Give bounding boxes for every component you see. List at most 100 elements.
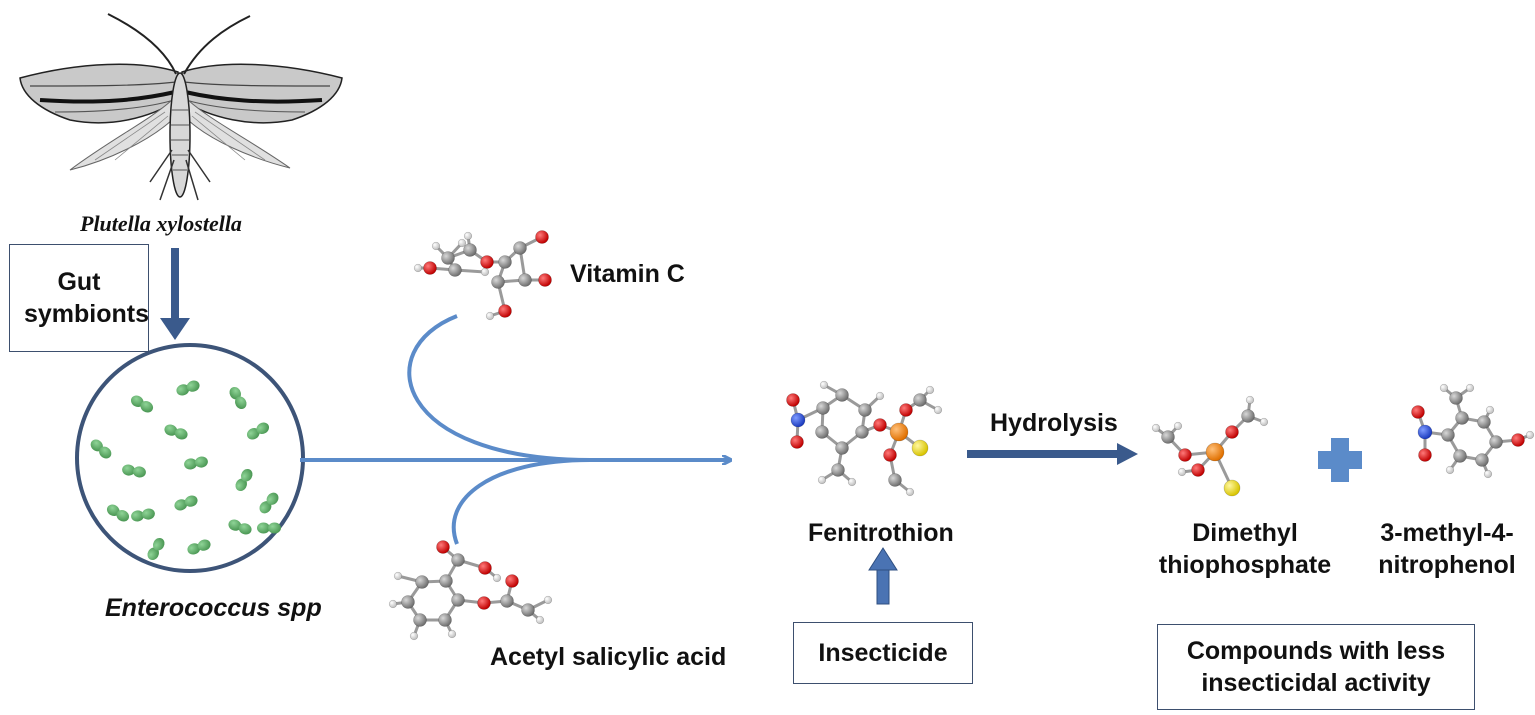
species-name: Plutella xylostella bbox=[80, 211, 242, 236]
carbon-atom bbox=[500, 594, 514, 608]
vitamin-c-label: Vitamin C bbox=[570, 260, 685, 288]
carbon-atom bbox=[521, 603, 535, 617]
carbon-atom bbox=[1489, 435, 1503, 449]
oxygen-atom bbox=[790, 435, 804, 449]
insecticide-up-arrow bbox=[868, 547, 898, 605]
moth-illustration bbox=[19, 13, 343, 201]
bacterium-cell bbox=[246, 427, 260, 440]
hydrolysis-arrow bbox=[967, 443, 1138, 465]
hydrogen-atom bbox=[1485, 405, 1495, 415]
hydrogen-atom bbox=[847, 477, 857, 487]
carbon-atom bbox=[448, 263, 462, 277]
bacterium-cell bbox=[141, 508, 155, 520]
hydrogen-atom bbox=[819, 380, 829, 390]
hydrogen-atom bbox=[817, 475, 827, 485]
carbon-atom bbox=[1453, 449, 1467, 463]
phosphorus-atom bbox=[1205, 442, 1225, 462]
moth-left-hindwing bbox=[69, 98, 173, 171]
bacterium-cell bbox=[228, 519, 242, 531]
moth-right-hindwing bbox=[187, 98, 291, 169]
oxygen-atom bbox=[786, 393, 800, 407]
hydrogen-atom bbox=[409, 631, 419, 641]
oxygen-atom bbox=[538, 273, 552, 287]
fenitrothion-label: Fenitrothion bbox=[808, 519, 954, 547]
bacterium-cell bbox=[235, 478, 248, 492]
carbon-atom bbox=[858, 403, 872, 417]
bacterium-cell bbox=[234, 396, 247, 410]
vitamin-c-curve bbox=[407, 314, 591, 462]
dimethyl-thiophosphate-label: Dimethyl thiophosphate bbox=[1145, 517, 1345, 581]
bacterium-cell bbox=[174, 499, 188, 511]
insecticide-label: Insecticide bbox=[818, 639, 948, 667]
oxygen-atom bbox=[883, 448, 897, 462]
carbon-atom bbox=[855, 425, 869, 439]
hydrogen-atom bbox=[480, 267, 490, 277]
oxygen-atom bbox=[498, 304, 512, 318]
bacterium-cell bbox=[240, 468, 253, 482]
bacteria-cluster bbox=[90, 380, 281, 561]
carbon-atom bbox=[438, 613, 452, 627]
carbon-atom bbox=[1455, 411, 1469, 425]
carbon-atom bbox=[831, 463, 845, 477]
nitrogen-atom bbox=[1417, 424, 1433, 440]
hydrogen-atom bbox=[875, 391, 885, 401]
bacterium-cell bbox=[140, 400, 154, 413]
hydrogen-atom bbox=[413, 263, 423, 273]
hydrogen-atom bbox=[393, 571, 403, 581]
carbon-atom bbox=[1241, 409, 1255, 423]
oxygen-atom bbox=[1511, 433, 1525, 447]
oxygen-atom bbox=[1178, 448, 1192, 462]
nitrophenol-line-1: 3-methyl-4- bbox=[1380, 519, 1514, 547]
carbon-atom bbox=[441, 251, 455, 265]
sulfur-atom bbox=[1223, 479, 1241, 497]
aspirin-curve bbox=[451, 458, 591, 545]
hydrogen-atom bbox=[1245, 395, 1255, 405]
bacterium-cell bbox=[90, 439, 103, 452]
oxygen-atom bbox=[1191, 463, 1205, 477]
gut-symbionts-label: Gut symbionts bbox=[24, 268, 150, 328]
carbon-atom bbox=[835, 441, 849, 455]
hydrogen-atom bbox=[1177, 467, 1187, 477]
carbon-atom bbox=[913, 393, 927, 407]
carbon-atom bbox=[513, 241, 527, 255]
moth-right-antenna bbox=[183, 15, 251, 75]
hydrogen-atom bbox=[1483, 469, 1493, 479]
hydrogen-atom bbox=[535, 615, 545, 625]
bacterium-cell bbox=[266, 492, 279, 505]
oxygen-atom bbox=[1418, 448, 1432, 462]
nitrophenol-line-2: nitrophenol bbox=[1378, 551, 1516, 579]
bacterium-cell bbox=[229, 386, 242, 400]
carbon-atom bbox=[518, 273, 532, 287]
oxygen-atom bbox=[1225, 425, 1239, 439]
hydrogen-atom bbox=[1439, 383, 1449, 393]
bacterium-cell bbox=[176, 384, 190, 396]
oxygen-atom bbox=[1411, 405, 1425, 419]
compounds-line-1: Compounds with less bbox=[1186, 637, 1446, 665]
bacterium-cell bbox=[116, 509, 130, 522]
carbon-atom bbox=[498, 255, 512, 269]
oxygen-atom bbox=[477, 596, 491, 610]
enterococcus-culture-circle bbox=[75, 343, 305, 573]
bacterium-cell bbox=[164, 424, 178, 436]
bacterium-cell bbox=[130, 395, 144, 408]
hydrogen-atom bbox=[1151, 423, 1161, 433]
bacterium-cell bbox=[256, 422, 270, 435]
bacterium-cell bbox=[194, 456, 208, 468]
moth-left-wing bbox=[19, 63, 179, 124]
carbon-atom bbox=[451, 593, 465, 607]
hydrogen-atom bbox=[1465, 383, 1475, 393]
bacterium-cell bbox=[131, 510, 145, 522]
aspirin-molecule bbox=[388, 540, 553, 641]
carbon-atom bbox=[1161, 430, 1175, 444]
carbon-atom bbox=[463, 243, 477, 257]
hydrogen-atom bbox=[1259, 417, 1269, 427]
moth-body bbox=[169, 72, 191, 198]
compounds-line-2: insecticidal activity bbox=[1201, 669, 1431, 697]
fenitrothion-molecule bbox=[786, 380, 943, 497]
oxygen-atom bbox=[899, 403, 913, 417]
bacterium-cell bbox=[257, 522, 270, 534]
hydrogen-atom bbox=[492, 573, 502, 583]
carbon-atom bbox=[413, 613, 427, 627]
bacterium-cell bbox=[99, 446, 112, 459]
